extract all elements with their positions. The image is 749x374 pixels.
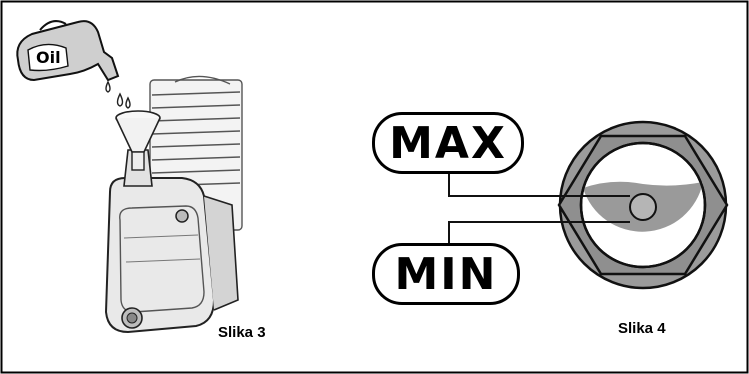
min-leader-line: [448, 221, 630, 248]
max-leader-line: [448, 170, 630, 197]
oil-bottle: [16, 20, 120, 82]
caption-figure-4: Slika 4: [618, 320, 666, 337]
oil-bottle-label: Oil: [36, 48, 61, 67]
center-dot: [629, 193, 657, 221]
crankcase-body: [104, 177, 216, 334]
crankcase-side: [203, 195, 239, 311]
min-label: MIN: [372, 243, 520, 305]
funnel: [115, 110, 161, 171]
max-label: MAX: [372, 112, 524, 174]
sight-glass: [448, 120, 729, 290]
side-bolt: [175, 209, 189, 223]
compressor-illustration: [16, 20, 243, 334]
sight-glass-window-rim: [579, 141, 707, 269]
oil-drops: [105, 80, 131, 109]
caption-figure-3: Slika 3: [218, 324, 266, 341]
